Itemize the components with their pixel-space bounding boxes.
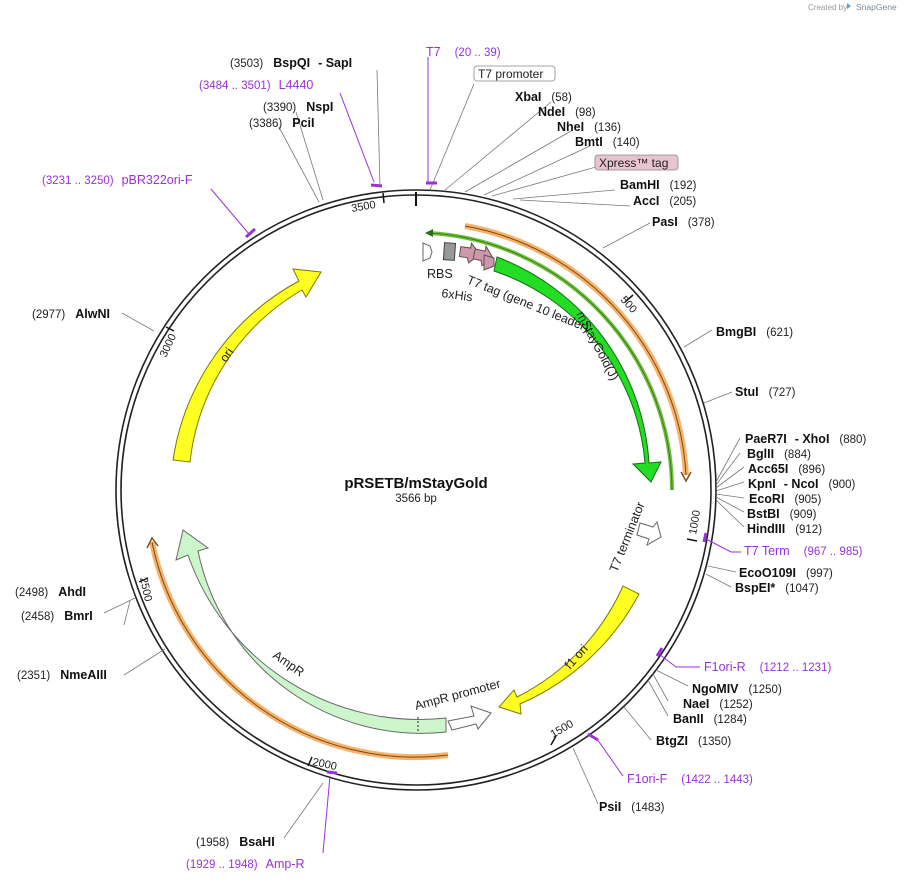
site-acc65i: Acc65I(896) <box>748 462 825 476</box>
snapgene-logo-icon <box>847 3 851 9</box>
site-pcii: (3386)PciI <box>249 116 315 130</box>
tick-3500: 3500 <box>350 192 385 215</box>
primer-t7-term: T7 Term(967 .. 985) <box>744 544 863 558</box>
site-ahdi: (2498)AhdI <box>15 585 86 599</box>
plasmid-length: 3566 bp <box>395 493 437 505</box>
site-stui: StuI(727) <box>735 385 796 399</box>
orf-ampr <box>146 536 449 760</box>
site-hindiii: HindIII(912) <box>747 522 822 536</box>
feature-t7-terminator <box>636 520 662 547</box>
tick-2000-label: 2000 <box>311 756 337 773</box>
tick-2500: 2500 <box>137 576 154 602</box>
leader-lines <box>103 69 745 839</box>
primer-l4440: (3484 .. 3501)L4440 <box>199 78 313 92</box>
site-btgzi: BtgZI(1350) <box>656 734 731 748</box>
site-xbai: XbaI(58) <box>515 90 572 104</box>
tick-3500-label: 3500 <box>350 199 376 215</box>
site-nmeaiii: (2351)NmeAIII <box>17 668 107 682</box>
callout-box-xpress-tag <box>594 154 679 171</box>
site-bmri: (2458)BmrI <box>21 609 93 623</box>
primer-leaders <box>210 57 741 854</box>
site-ecoo109i: EcoO109I(997) <box>739 566 833 580</box>
label-mstaygold: mStayGold(J) <box>573 309 621 383</box>
site-naei: NaeI(1252) <box>683 697 753 711</box>
site-bspei: BspEI*(1047) <box>735 581 819 595</box>
primer-t7: T7(20 .. 39) <box>426 45 501 59</box>
primer-marks <box>245 181 708 775</box>
label-t7-terminator: T7 terminator <box>607 500 648 574</box>
site-banii: BanII(1284) <box>673 712 747 726</box>
site-paer7i: PaeR7I- XhoI(880) <box>745 432 866 446</box>
site-alwni: (2977)AlwNI <box>32 307 110 321</box>
callout-t7-promoter: T7 promoter <box>478 67 543 81</box>
primer-f1ori-r: F1ori-R(1212 .. 1231) <box>704 660 831 674</box>
site-bspqi: (3503)BspQI- SapI <box>230 56 352 70</box>
site-nhei: NheI(136) <box>557 120 621 134</box>
feature-ori <box>172 268 322 463</box>
site-nspi: (3390)NspI <box>263 100 333 114</box>
feature-t7-tag-line <box>425 229 674 491</box>
site-bmti: BmtI(140) <box>575 135 640 149</box>
feature-rbs <box>442 242 457 261</box>
site-bglii: BglII(884) <box>747 447 811 461</box>
snapgene-brand: SnapGene <box>856 2 897 12</box>
site-acci: AccI(205) <box>633 194 696 208</box>
plasmid-name: pRSETB/mStayGold <box>344 475 487 492</box>
site-ngomiv: NgoMIV(1250) <box>692 682 782 696</box>
tick-1000: 1000 <box>686 509 703 542</box>
feature-t7-tag <box>483 254 495 271</box>
orf-stay-gold <box>464 223 692 483</box>
primer-amp-r: (1929 .. 1948)Amp-R <box>186 857 305 871</box>
site-labels: (3503)BspQI- SapI (3390)NspI (3386)PciI Xba… <box>15 45 866 871</box>
site-kpni: KpnI- NcoI(900) <box>748 477 856 491</box>
tick-1500-label: 1500 <box>549 718 576 741</box>
site-ndei: NdeI(98) <box>538 105 596 119</box>
primer-f1ori-f: F1ori-F(1422 .. 1443) <box>627 772 753 786</box>
callout-box-t7-promoter <box>473 65 556 82</box>
site-bmgbi: BmgBI(621) <box>716 325 793 339</box>
feature-mstaygold <box>493 256 662 483</box>
tick-3000-label: 3000 <box>158 332 179 359</box>
feature-t7-promoter <box>422 242 433 262</box>
site-bsahi: (1958)BsaHI <box>196 835 275 849</box>
site-ecori: EcoRI(905) <box>749 492 821 506</box>
label-ori: ori <box>217 345 236 364</box>
feature-ampr-promoter <box>447 705 492 731</box>
site-pasi: PasI(378) <box>652 215 715 229</box>
site-bstbi: BstBI(909) <box>747 507 817 521</box>
created-by-label: Created by <box>808 3 847 12</box>
tick-1000-label: 1000 <box>687 509 703 535</box>
tick-2500-label: 2500 <box>137 576 154 602</box>
primer-pbr322ori-f: (3231 .. 3250)pBR322ori-F <box>42 173 193 187</box>
site-psii: PsiI(1483) <box>599 800 665 814</box>
site-bamhi: BamHI(192) <box>620 178 697 192</box>
feature-f1-ori <box>498 585 640 715</box>
label-rbs: RBS <box>427 267 453 281</box>
label-6xhis: 6xHis <box>441 286 474 304</box>
feature-ampr <box>175 529 447 734</box>
tick-2000: 2000 <box>307 756 338 773</box>
label-ampr-promoter: AmpR promoter <box>413 677 502 713</box>
callout-xpress-tag: Xpress™ tag <box>599 156 668 170</box>
